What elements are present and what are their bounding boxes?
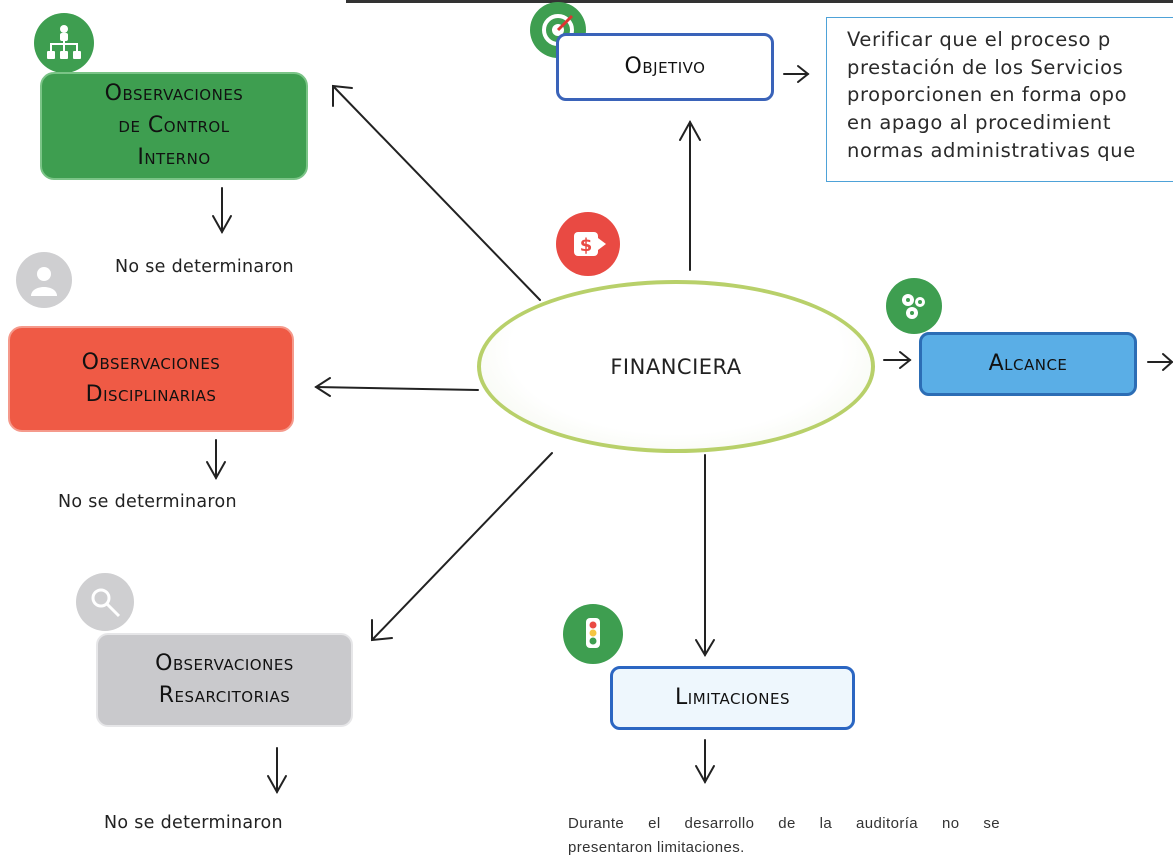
svg-text:$: $: [580, 235, 593, 256]
limitaciones-note: Durante el desarrollo de la auditoría no…: [568, 812, 1000, 860]
arrow-center-to-control: [332, 85, 541, 301]
disciplinarias-note: No se determinaron: [58, 492, 237, 512]
objetivo-text-line-2: prestación de los Servicios: [847, 55, 1124, 79]
arrow-center-to-disciplinarias: [315, 386, 479, 391]
limitaciones-note-line-2: presentaron limitaciones.: [568, 839, 745, 856]
person-icon: [16, 252, 72, 308]
magnifier-person-icon: [76, 573, 134, 631]
disciplinarias-box: Observaciones Disciplinarias: [8, 326, 294, 432]
resarcitorias-line-1: Observaciones: [155, 651, 294, 677]
control-interno-line-3: Interno: [137, 144, 211, 170]
disciplinarias-line-2: Disciplinarias: [85, 382, 217, 407]
arrow-center-to-resarcitorias: [371, 452, 553, 641]
resarcitorias-note: No se determinaron: [104, 813, 283, 833]
alcance-label: Alcance: [988, 351, 1068, 377]
alcance-box: Alcance: [919, 332, 1137, 396]
traffic-light-icon: [563, 604, 623, 664]
objetivo-label: Objetivo: [624, 54, 706, 80]
resarcitorias-line-2: Resarcitorias: [158, 683, 291, 708]
objetivo-text-line-3: proporcionen en forma opo: [847, 83, 1128, 107]
org-chart-icon: [34, 13, 94, 73]
money-hand-icon: $: [556, 212, 620, 276]
objetivo-text-box: Verificar que el proceso p prestación de…: [826, 17, 1173, 182]
control-interno-line-2: de Control: [118, 113, 230, 139]
disciplinarias-line-1: Observaciones: [81, 350, 221, 376]
center-ellipse: FINANCIERA: [477, 280, 875, 453]
limitaciones-note-line-1: Durante el desarrollo de la auditoría no…: [568, 815, 1000, 832]
center-label: FINANCIERA: [610, 354, 742, 379]
control-interno-line-1: Observaciones: [104, 81, 244, 107]
control-interno-note: No se determinaron: [115, 257, 294, 277]
gears-icon: [886, 278, 942, 334]
objetivo-text-line-4: en apago al procedimient: [847, 111, 1112, 135]
objetivo-box: Objetivo: [556, 33, 774, 101]
objetivo-text-line-1: Verificar que el proceso p: [847, 28, 1111, 51]
control-interno-box: Observaciones de Control Interno: [40, 72, 308, 180]
limitaciones-label: Limitaciones: [675, 685, 790, 711]
resarcitorias-box: Observaciones Resarcitorias: [96, 633, 353, 727]
objetivo-text-line-5: normas administrativas que: [847, 138, 1136, 162]
limitaciones-box: Limitaciones: [610, 666, 855, 730]
top-rule: [346, 0, 1173, 3]
